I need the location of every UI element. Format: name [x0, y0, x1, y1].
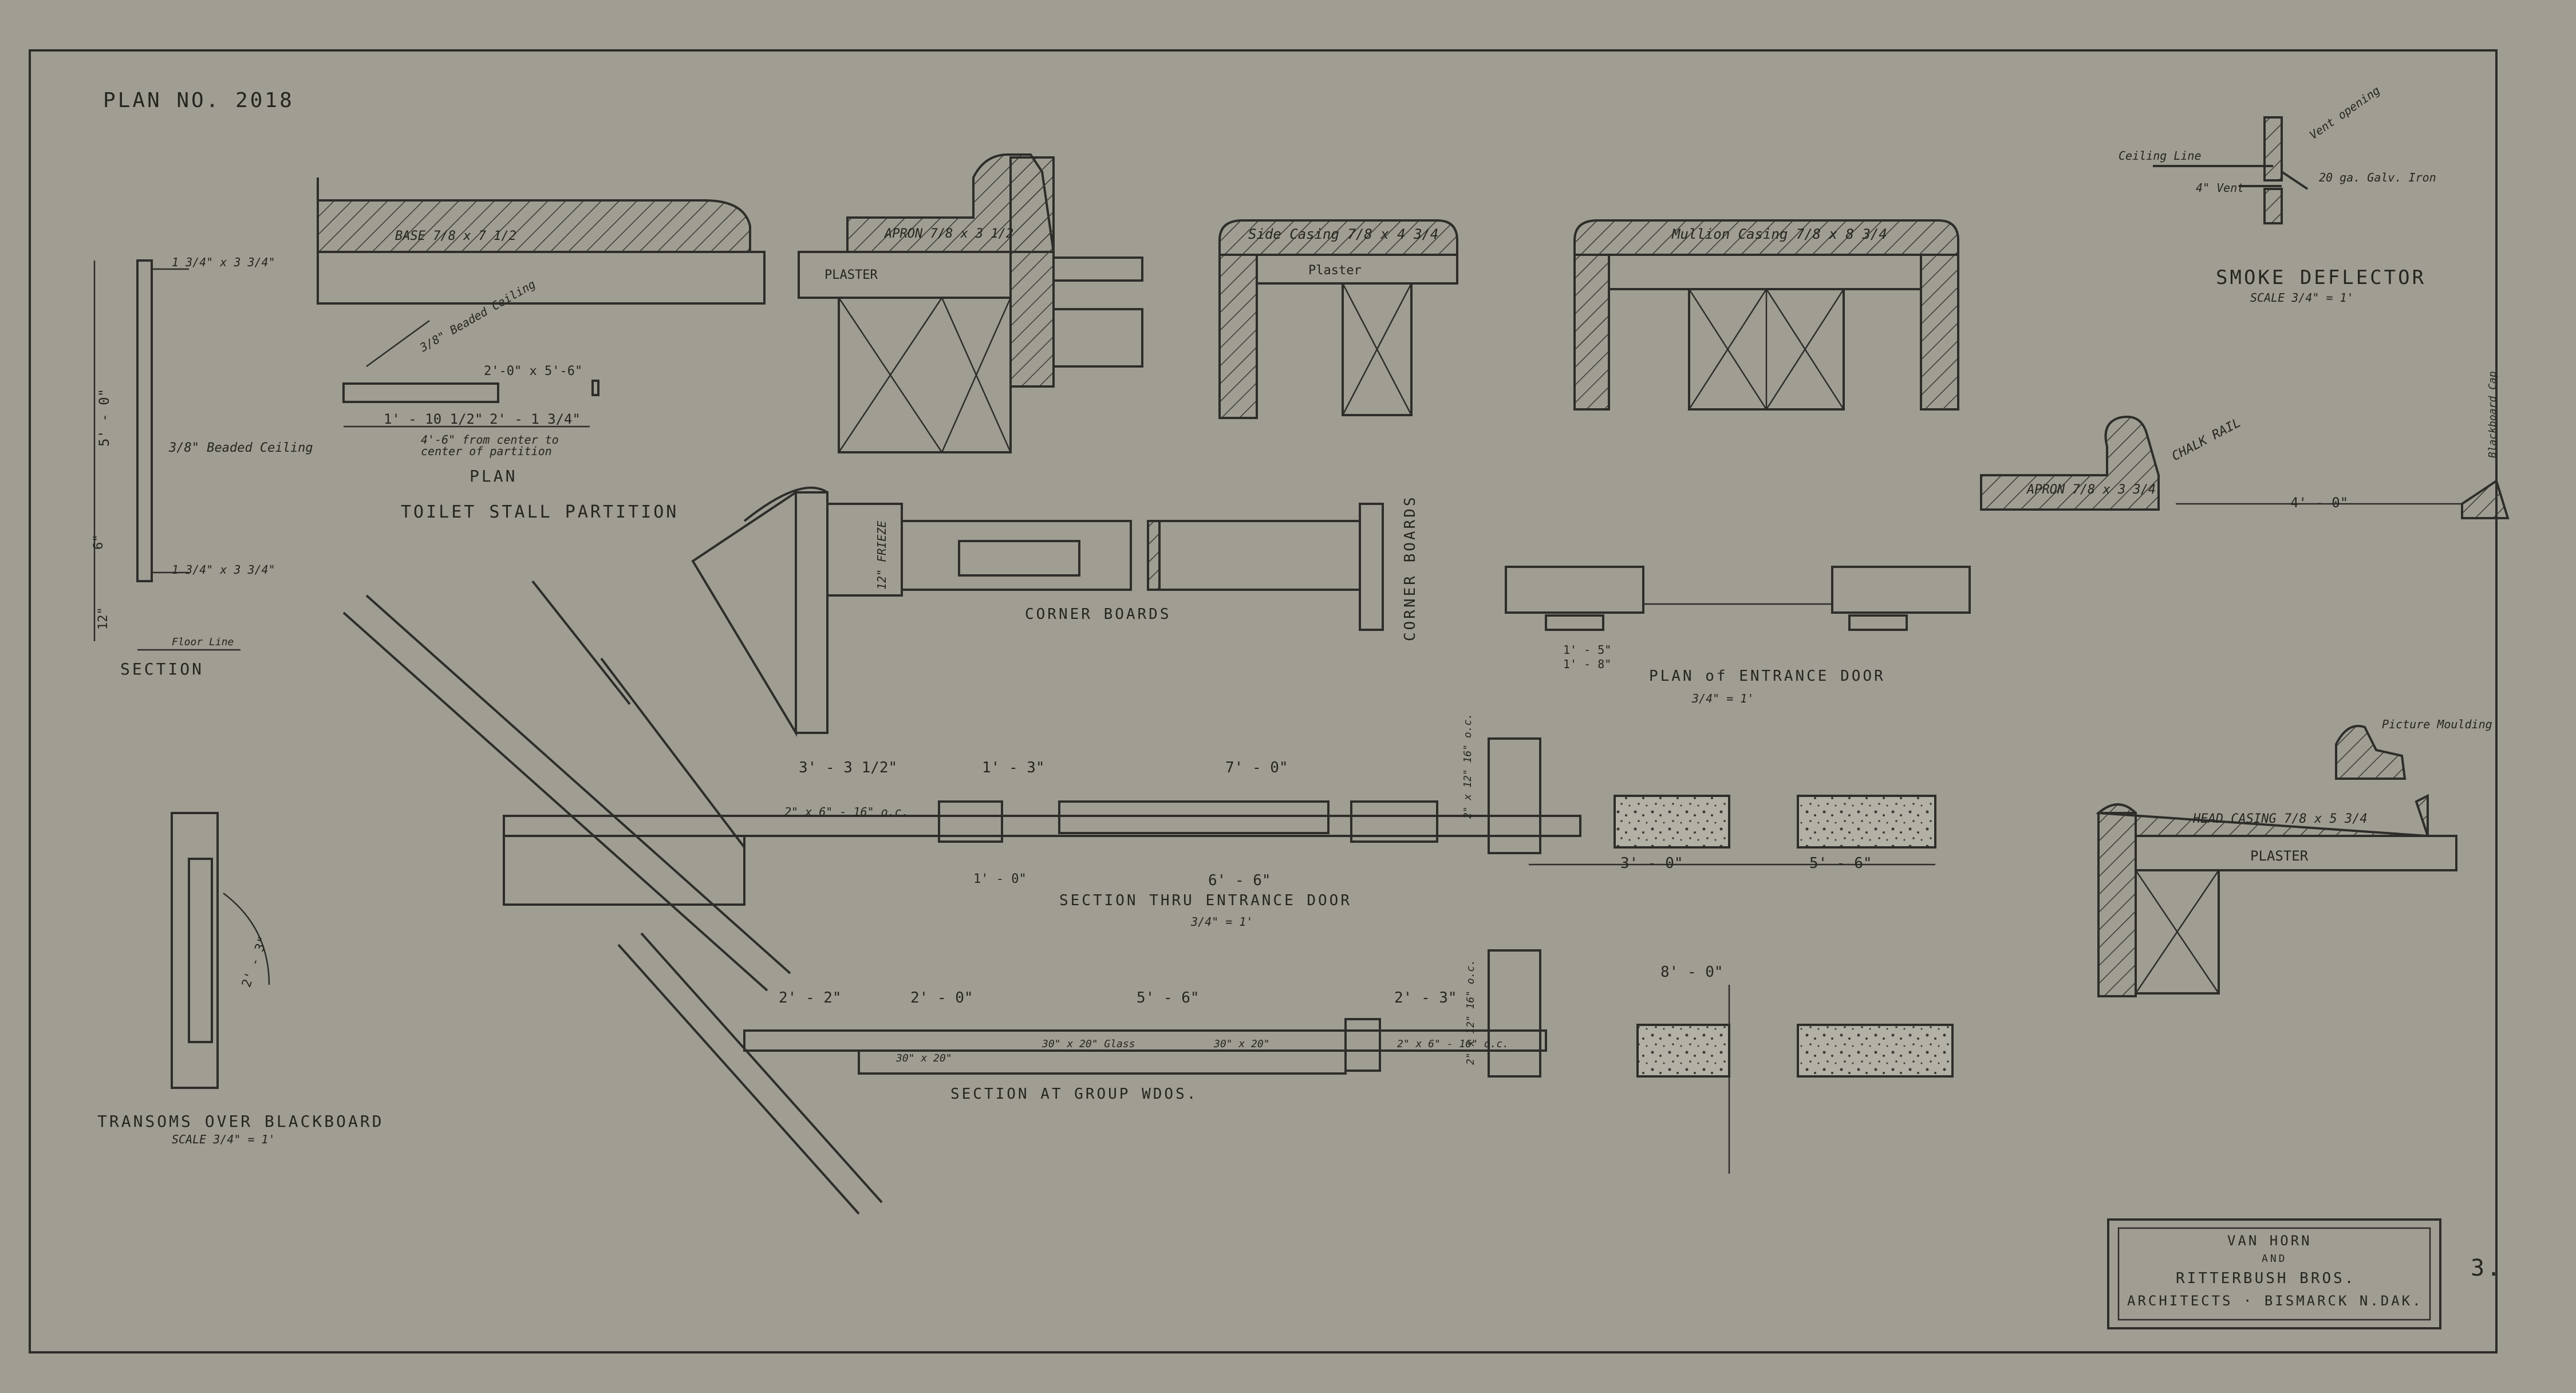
- entrance-dim-3-3: 3' - 3 1/2": [799, 759, 898, 776]
- top-size-label: 1 3/4" x 3 3/4": [172, 255, 275, 269]
- smoke-deflector-title: SMOKE DEFLECTOR: [2216, 266, 2427, 289]
- chalk-rail-detail: [1980, 416, 2510, 519]
- title-block: VAN HORN AND RITTERBUSH BROS. ARCHITECTS…: [2119, 1228, 2430, 1320]
- mullion-casing-label: Mullion Casing 7/8 x 8 3/4: [1672, 226, 1887, 242]
- entrance-dim-6-6: 6' - 6": [1208, 872, 1271, 889]
- base-detail: [317, 177, 766, 305]
- toilet-plan: [342, 319, 599, 428]
- corner-boards-detail: [691, 486, 1384, 737]
- group-dim-5-6: 5' - 6": [1137, 989, 1200, 1007]
- entrance-joist: 2" x 6" - 16" o.c.: [784, 805, 909, 819]
- ceiling-line-label: Ceiling Line: [2119, 149, 2202, 163]
- toilet-stall-title: TOILET STALL PARTITION: [401, 502, 679, 522]
- apron-label-2: APRON 7/8 x 3 3/4: [2027, 483, 2156, 497]
- smoke-deflector-scale: SCALE 3/4" = 1': [2250, 291, 2354, 305]
- title-line-3: RITTERBUSH BROS.: [2176, 1270, 2356, 1287]
- toilet-section: [93, 259, 240, 651]
- twelve-inch-dimension: 12": [96, 607, 111, 630]
- entrance-plan-label: PLAN of ENTRANCE DOOR: [1649, 668, 1885, 685]
- entrance-dim-1-5: 1' - 5": [1563, 643, 1612, 657]
- head-casing-label: HEAD CASING 7/8 x 5 3/4: [2193, 812, 2368, 826]
- side-casing-label: Side Casing 7/8 x 4 3/4: [1248, 226, 1439, 242]
- group-window-1: 30" x 20": [896, 1052, 952, 1064]
- group-window-section: [617, 932, 1954, 1215]
- smoke-deflector-detail: [2153, 116, 2309, 224]
- group-dim-2-0: 2' - 0": [910, 989, 973, 1007]
- entrance-plan-scale: 3/4" = 1': [1692, 692, 1754, 705]
- apron-detail: [798, 153, 1143, 453]
- group-dim-8-0: 8' - 0": [1660, 964, 1723, 981]
- transom-scale: SCALE 3/4" = 1': [172, 1132, 275, 1146]
- group-section-label: SECTION AT GROUP WDOS.: [950, 1086, 1198, 1103]
- transom-detail: [171, 812, 270, 1089]
- entrance-dim-5-6: 5' - 6": [1809, 855, 1872, 872]
- title-block-frame: [2107, 1218, 2441, 1329]
- galv-iron-label: 20 ga. Galv. Iron: [2319, 171, 2436, 184]
- entrance-dim-1-0: 1' - 0": [973, 872, 1027, 886]
- group-joist-vertical: 2" x 12" 16" o.c.: [1465, 959, 1477, 1065]
- five-foot-dimension: 5' - 0": [96, 388, 112, 447]
- corner-boards-label: CORNER BOARDS: [1025, 606, 1171, 623]
- blackboard-cap-label: Blackboard Cap: [2487, 371, 2499, 458]
- side-casing-detail: [1218, 219, 1458, 419]
- apron-label: APRON 7/8 x 3 1/2: [885, 227, 1014, 241]
- mullion-casing-detail: [1573, 219, 1959, 411]
- plan-label: PLAN: [470, 467, 518, 486]
- group-window-2: 30" x 20" Glass: [1042, 1038, 1135, 1050]
- entrance-section-scale: 3/4" = 1': [1191, 915, 1253, 929]
- dim-b: 2' - 1 3/4": [490, 411, 581, 427]
- title-line-1: VAN HORN: [2227, 1233, 2312, 1249]
- group-window-3: 30" x 20": [1214, 1038, 1270, 1050]
- beaded-ceiling-label: 3/8" Beaded Ceiling: [169, 441, 313, 455]
- plaster-label-1: PLASTER: [825, 268, 878, 282]
- entrance-section-label: SECTION THRU ENTRANCE DOOR: [1059, 892, 1352, 909]
- sheet-border: [29, 49, 2498, 1353]
- floor-line-label: Floor Line: [172, 636, 234, 648]
- vent-label: 4" Vent: [2196, 181, 2244, 195]
- sheet-number: 3.: [2471, 1255, 2503, 1281]
- entrance-door-section: [342, 580, 1936, 992]
- section-label: SECTION: [120, 660, 204, 678]
- corner-boards-vertical-label: CORNER BOARDS: [1402, 495, 1419, 642]
- bottom-size-label: 1 3/4" x 3 3/4": [172, 563, 275, 577]
- plaster-label-2: Plaster: [1308, 263, 1362, 278]
- dim-c: 2'-0" x 5'-6": [484, 364, 583, 378]
- transom-title: TRANSOMS OVER BLACKBOARD: [97, 1112, 384, 1131]
- center-note: 4'-6" from center to center of partition: [421, 433, 559, 458]
- entrance-door-plan: [1505, 566, 1971, 631]
- group-dim-2-3: 2' - 3": [1394, 989, 1457, 1007]
- picture-moulding-label: Picture Moulding: [2382, 717, 2492, 731]
- frieze-label: 12" FRIEZE: [875, 520, 889, 590]
- four-foot-dimension: 4' - 0": [2290, 495, 2349, 511]
- group-joist: 2" x 6" - 16" o.c.: [1397, 1038, 1509, 1050]
- base-label: BASE 7/8 x 7 1/2: [395, 229, 516, 243]
- entrance-dim-3-0: 3' - 0": [1620, 855, 1683, 872]
- dim-a: 1' - 10 1/2": [384, 411, 483, 427]
- entrance-dim-1-8: 1' - 8": [1563, 657, 1612, 671]
- plaster-label-3: PLASTER: [2250, 848, 2309, 864]
- entrance-dim-1-3: 1' - 3": [982, 759, 1045, 776]
- title-line-4: ARCHITECTS · BISMARCK N.DAK.: [2127, 1293, 2423, 1309]
- entrance-dim-7-0: 7' - 0": [1225, 759, 1288, 776]
- group-dim-2-2: 2' - 2": [779, 989, 842, 1007]
- head-casing-detail: [2095, 725, 2457, 997]
- title-line-2: AND: [2262, 1253, 2287, 1265]
- six-inch-dimension: 6": [92, 534, 106, 550]
- plan-number: PLAN NO. 2018: [103, 89, 294, 112]
- entrance-joist-vertical: 2" x 12" 16" o.c.: [1462, 713, 1474, 819]
